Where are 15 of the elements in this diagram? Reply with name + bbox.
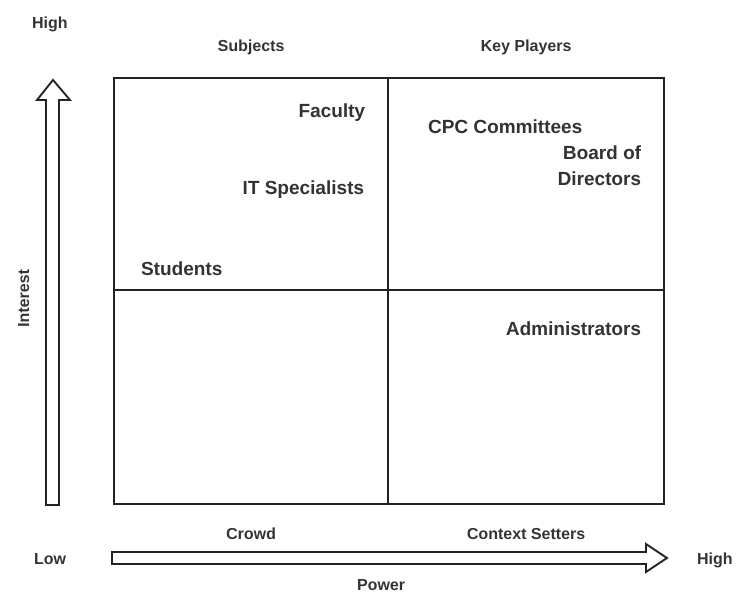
stakeholder-label: Administrators bbox=[506, 318, 641, 342]
axis-label: Power bbox=[357, 576, 406, 593]
stakeholder-label: CPC Committees bbox=[428, 116, 582, 140]
axis-label: High bbox=[32, 14, 68, 34]
axis-label: Interest bbox=[14, 269, 34, 327]
quadrant-heading: Crowd bbox=[225, 525, 277, 545]
stakeholder-label: IT Specialists bbox=[242, 177, 364, 201]
quadrant-heading: Key Players bbox=[480, 37, 572, 57]
stakeholder-label: Board of Directors bbox=[556, 142, 641, 192]
stakeholder-label: Faculty bbox=[298, 100, 365, 124]
stakeholder-label: Students bbox=[141, 258, 222, 282]
quadrant-heading: Context Setters bbox=[466, 525, 586, 545]
axis-label: Low bbox=[34, 550, 66, 570]
quadrant-heading: Subjects bbox=[216, 37, 286, 57]
axis-label: High bbox=[697, 550, 733, 570]
